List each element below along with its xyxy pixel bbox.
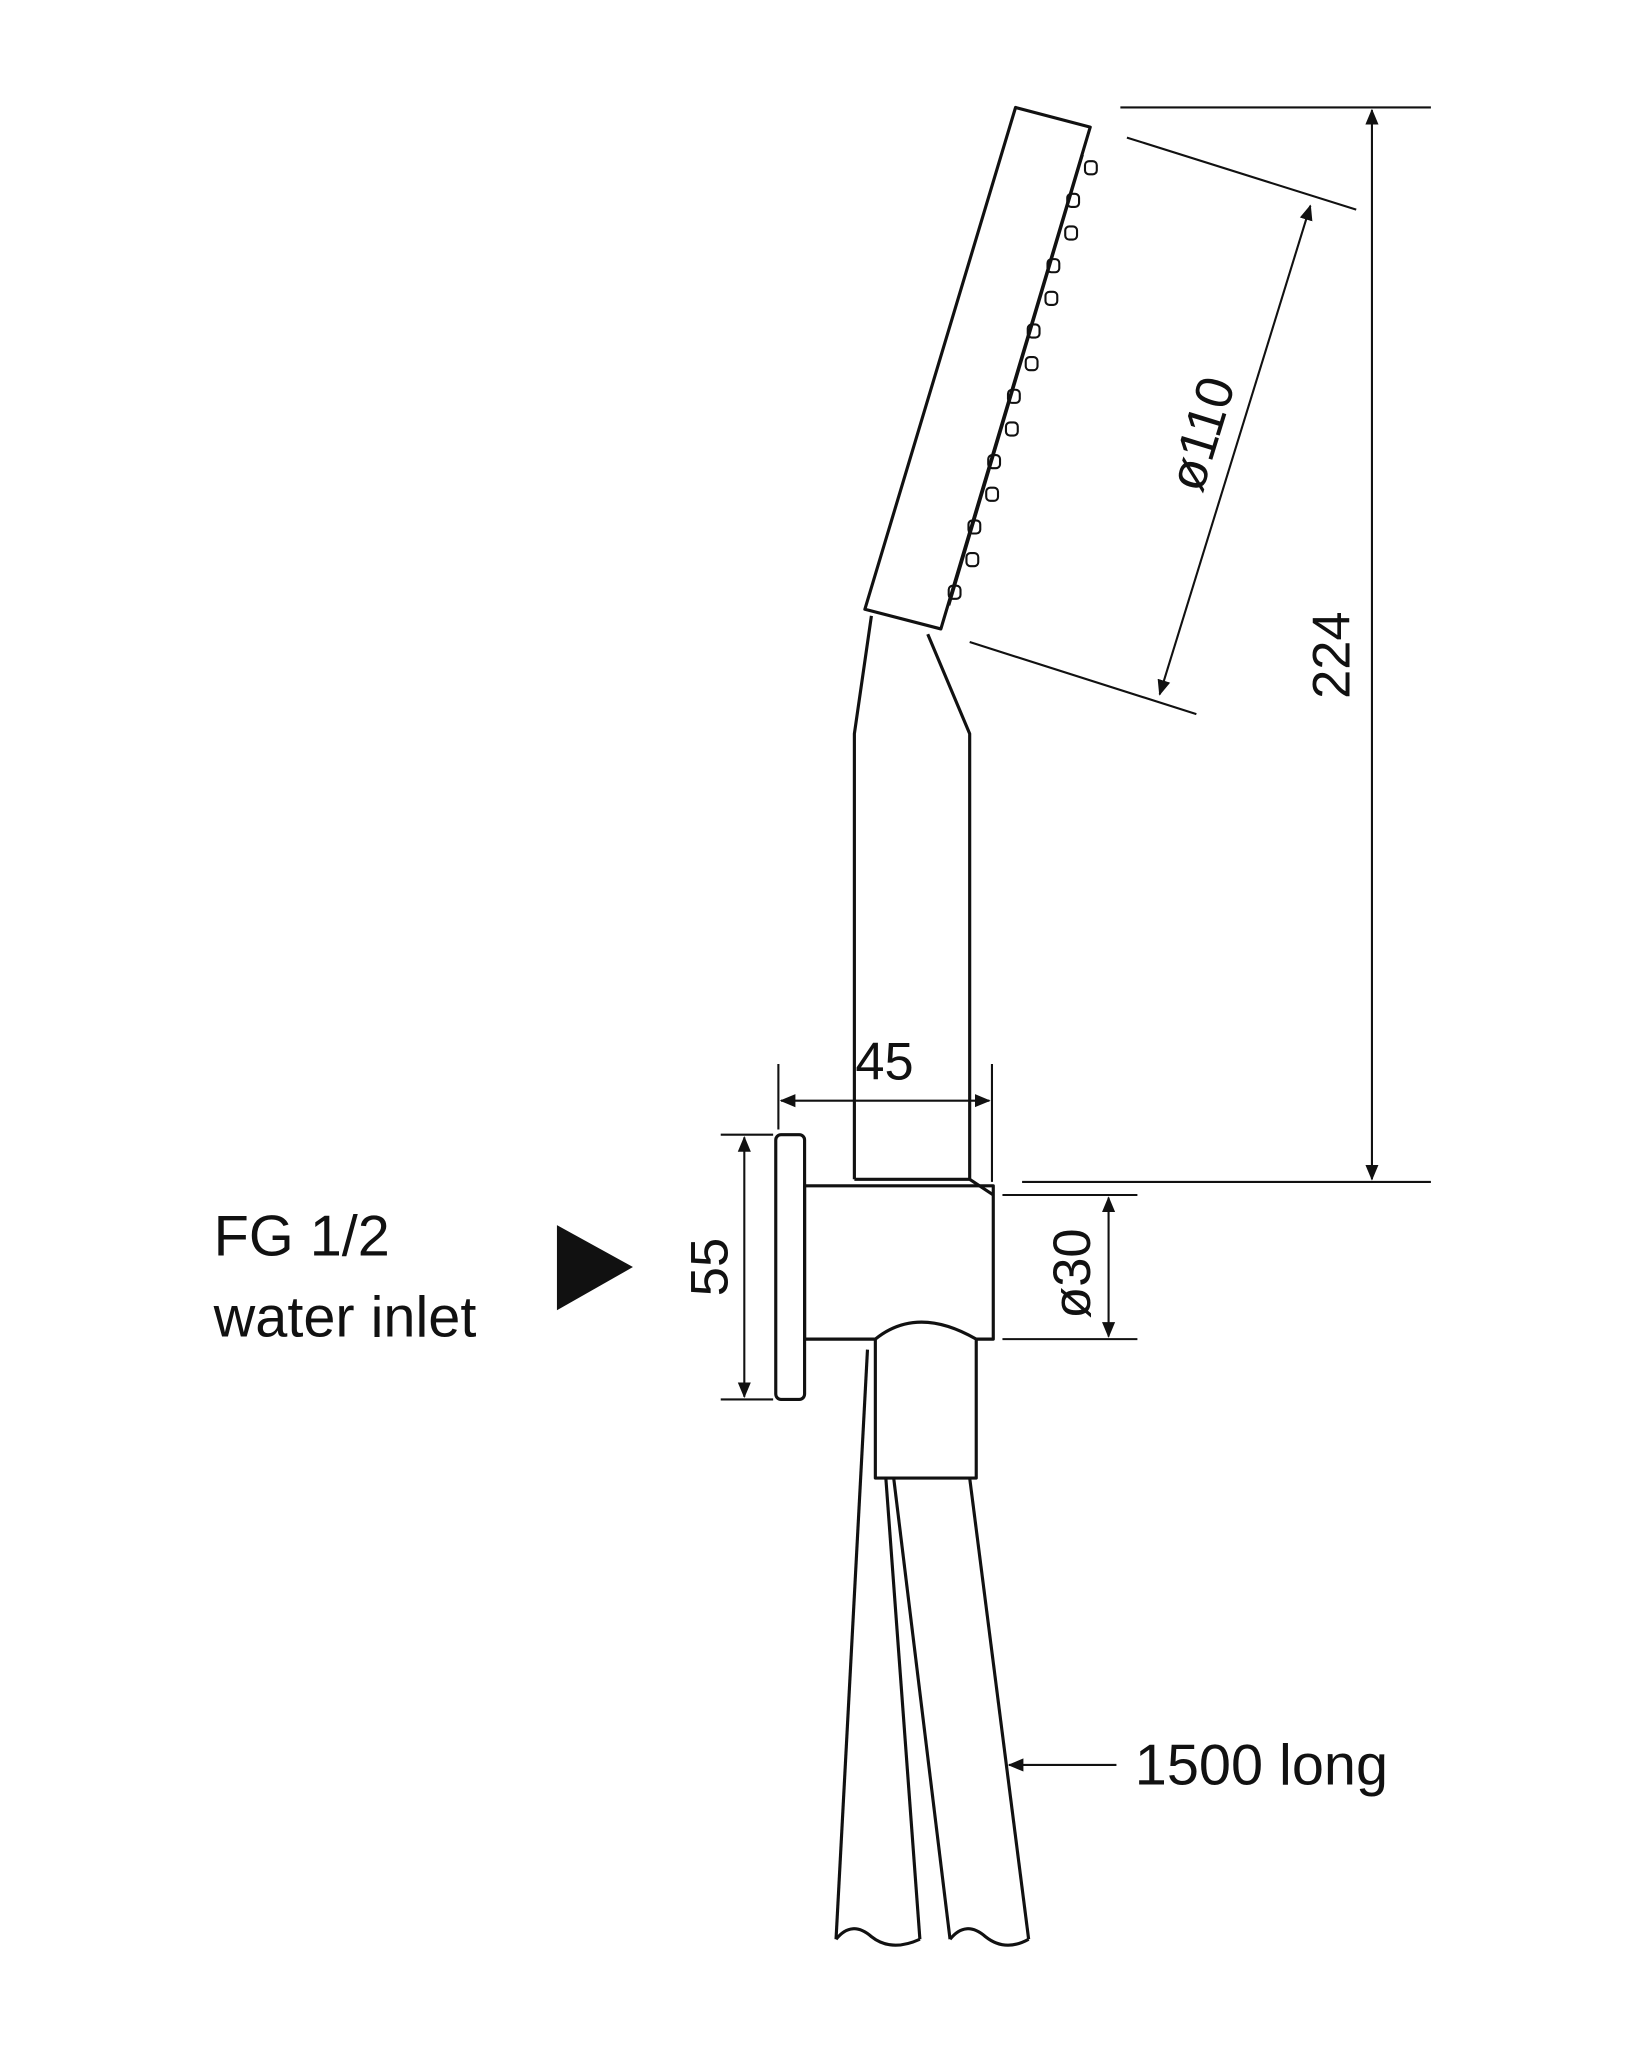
dimension-label-224: 224 [1304, 611, 1362, 698]
nozzle [985, 486, 1000, 502]
dimension-holder-depth: 45 [777, 1034, 994, 1182]
hose-length-label: 1500 long [1135, 1734, 1388, 1798]
nozzle [1006, 388, 1021, 404]
handle [852, 615, 972, 1180]
spray-nozzles [947, 160, 1098, 600]
hose [834, 1349, 1031, 1947]
nozzle [1024, 356, 1039, 372]
inlet-label-line2: water inlet [213, 1286, 477, 1350]
dimension-plate-height: 55 [681, 1133, 774, 1401]
dimension-head-diameter: ø110 [969, 136, 1357, 716]
dimension-label-55: 55 [681, 1238, 739, 1296]
nozzle [1066, 192, 1081, 208]
wall-holder [774, 1133, 995, 1480]
nozzle [947, 584, 962, 600]
dimension-label-30: ø30 [1044, 1228, 1102, 1318]
inlet-label-line1: FG 1/2 [214, 1204, 390, 1268]
nozzle [967, 519, 982, 535]
nozzle [1046, 258, 1061, 274]
dimension-holder-diameter: ø30 [1002, 1193, 1138, 1341]
shower-head [863, 105, 1098, 631]
inlet-arrow-icon [556, 1225, 633, 1311]
nozzle [1064, 225, 1079, 241]
nozzle [1026, 323, 1041, 339]
dimension-label-110: ø110 [1158, 370, 1247, 497]
nozzle [965, 551, 980, 568]
dimension-total-height: 224 [1022, 106, 1431, 1183]
nozzle [1004, 421, 1019, 437]
nozzle [987, 454, 1002, 470]
nozzle [1044, 290, 1059, 306]
dimension-label-45: 45 [855, 1034, 913, 1092]
nozzle [1083, 160, 1098, 176]
